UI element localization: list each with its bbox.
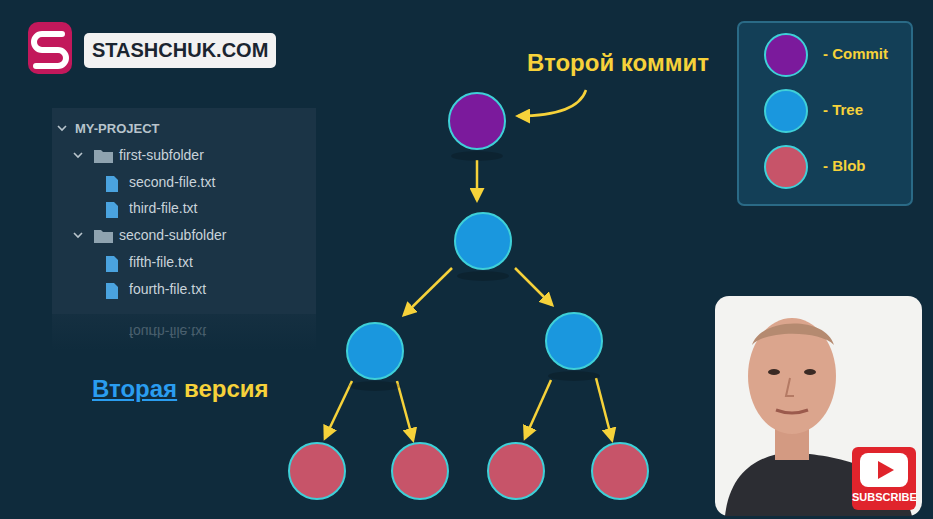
file-name: fifth-file.txt (129, 254, 193, 271)
object-circles (289, 93, 648, 499)
commit-callout: Второй коммит (527, 49, 709, 78)
logo-icon (28, 22, 72, 74)
version-word: Вторая (92, 375, 177, 404)
legend-swatch (764, 33, 808, 77)
folder-name: first-subfolder (119, 147, 204, 164)
version-word: версия (184, 375, 269, 404)
subscribe-text: SUBSCRIBE (852, 491, 916, 504)
legend-text: - Blob (823, 157, 866, 175)
object-arrows (325, 90, 612, 440)
folder-name: second-subfolder (119, 227, 226, 244)
file-reflection: fourth-file.txt (129, 323, 206, 340)
presenter-video (715, 296, 922, 516)
file-name: second-file.txt (129, 174, 215, 191)
legend-text: - Commit (823, 45, 888, 63)
panel-reflection (52, 314, 316, 350)
legend-text: - Tree (823, 101, 863, 119)
file-panel (52, 108, 316, 314)
project-name: MY-PROJECT (75, 121, 160, 137)
logo-text: STASHCHUK.COM (92, 38, 268, 62)
tree-chevrons (58, 126, 82, 237)
file-icons (106, 176, 118, 299)
legend-panel (738, 22, 912, 205)
legend-swatch (764, 145, 808, 189)
folder-icons (94, 150, 113, 243)
file-name: third-file.txt (129, 200, 197, 217)
file-name: fourth-file.txt (129, 281, 206, 298)
legend-swatch (764, 89, 808, 133)
